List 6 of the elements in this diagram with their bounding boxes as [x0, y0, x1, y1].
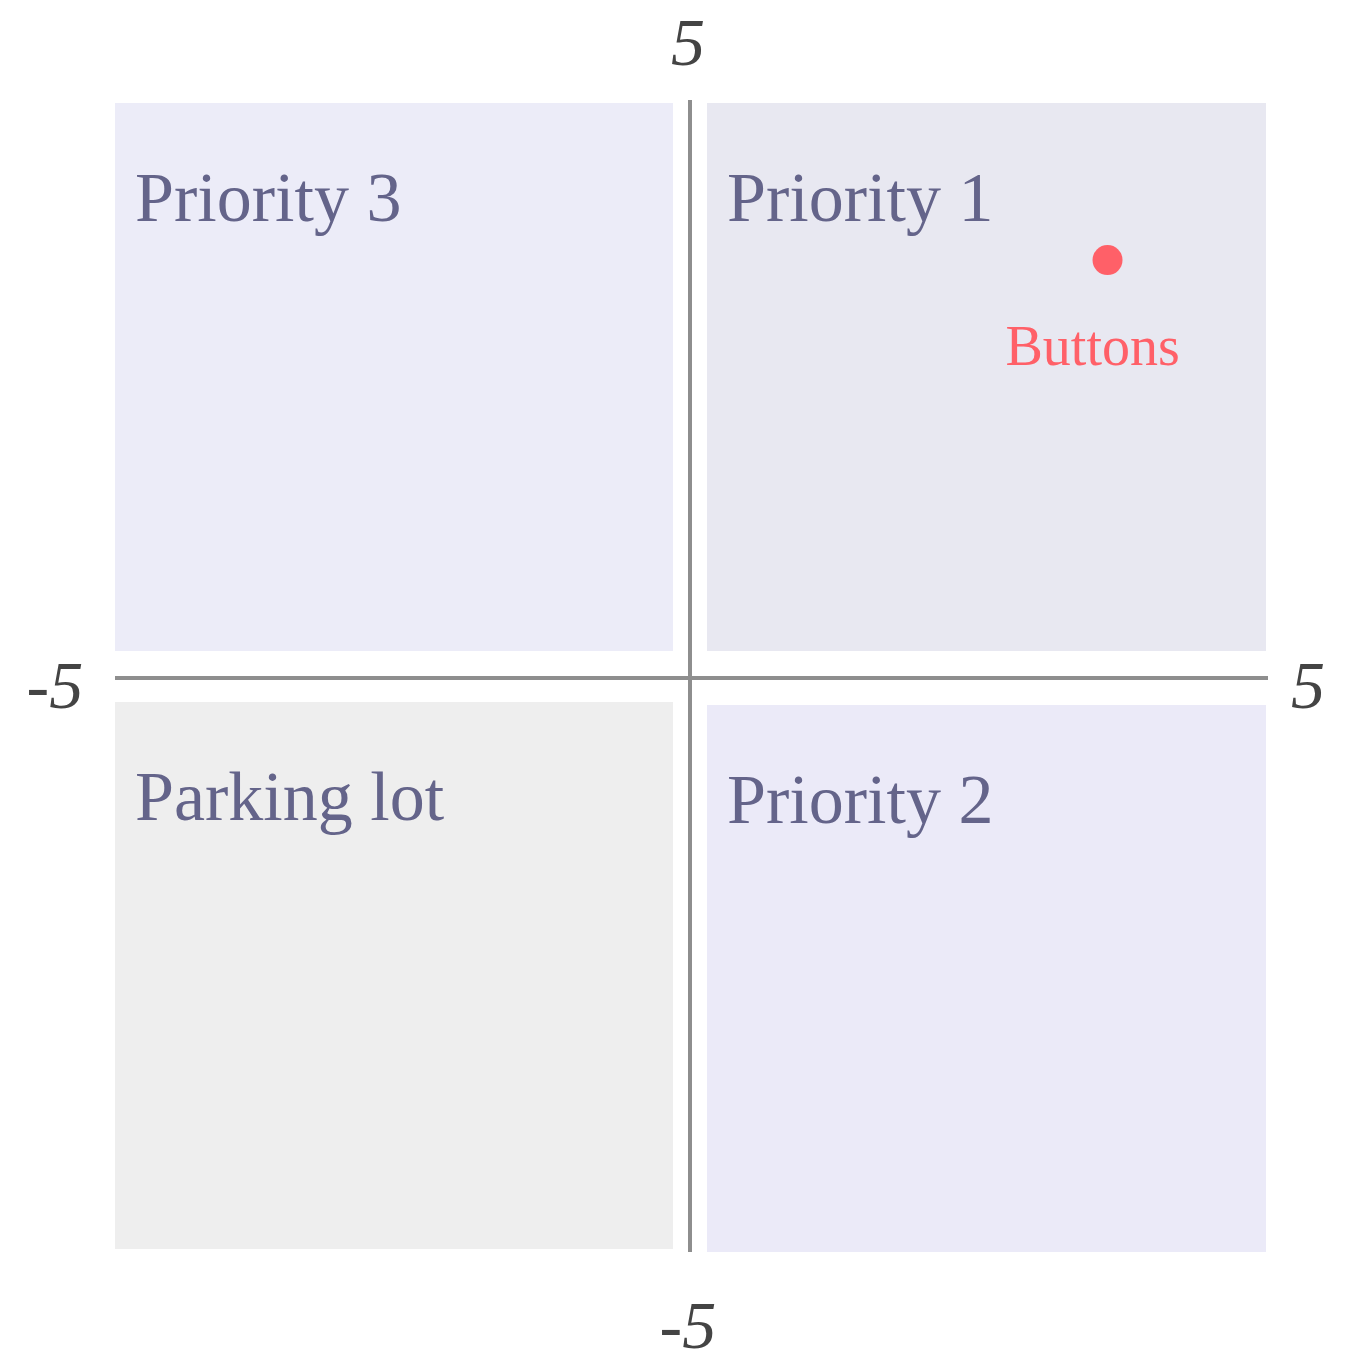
- y-tick-label: 5: [671, 8, 705, 76]
- y-tick-label: -5: [659, 1291, 717, 1351]
- x-tick-label: -5: [26, 651, 84, 719]
- x-tick-label: 5: [1291, 651, 1325, 719]
- point-label: Buttons: [1005, 318, 1180, 375]
- quadrant-area: [707, 103, 1266, 651]
